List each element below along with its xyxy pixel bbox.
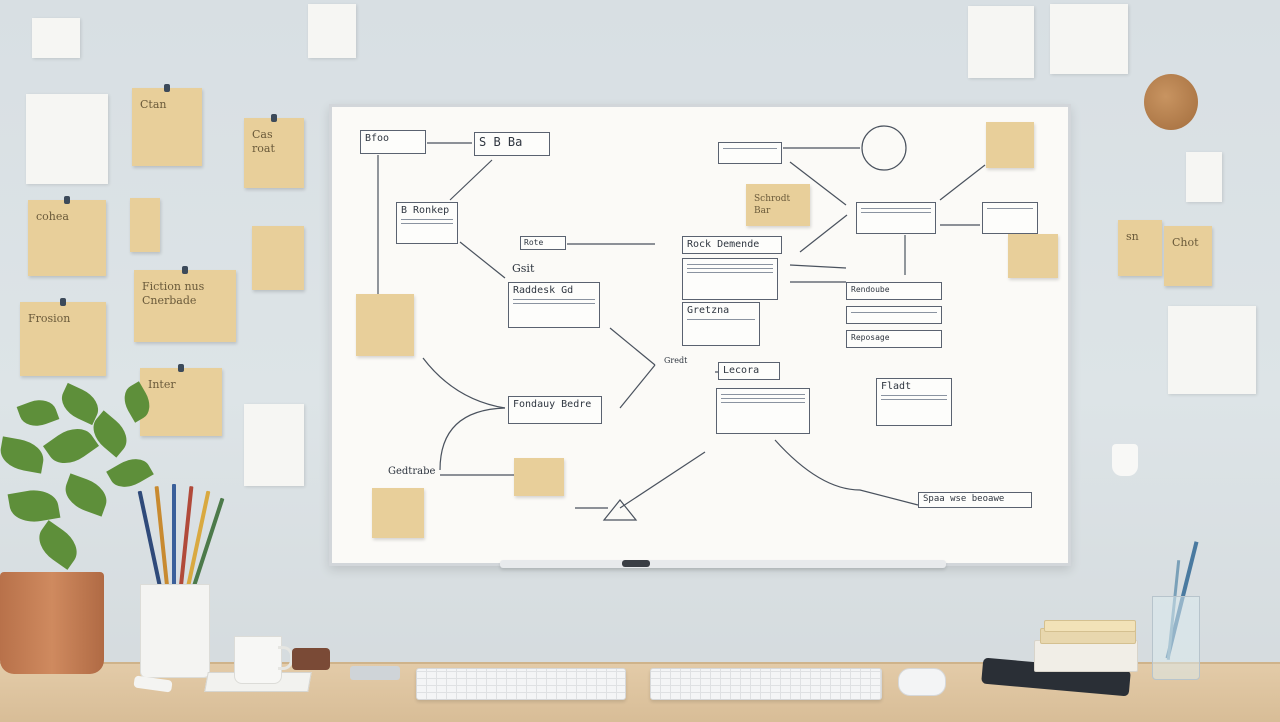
- flowchart-box: B Ronkep: [396, 202, 458, 244]
- flowchart-box: Fondauy Bedre: [508, 396, 602, 424]
- board-sticky-note: Schrodt Bar: [746, 184, 810, 226]
- box-label: Rendoube: [851, 285, 890, 294]
- wall-sticky-note: [130, 198, 160, 252]
- wall-sticky-note: sn: [1118, 220, 1162, 276]
- box-label: B Ronkep: [401, 205, 450, 216]
- wall-sticky-note: Ctan: [132, 84, 202, 166]
- wall-light: [1112, 444, 1138, 476]
- pin-icon: [178, 364, 184, 372]
- sticky-text: Inter: [148, 378, 176, 391]
- box-label: Raddesk Gd: [513, 285, 574, 296]
- flowchart-box: Lecora: [718, 362, 780, 380]
- flowchart-box: Rendoube: [846, 282, 942, 300]
- wall-sketch-card: [308, 4, 356, 58]
- box-label: Rock Demende: [687, 239, 760, 250]
- flowchart-box: S B Ba: [474, 132, 550, 156]
- wall-wooden-disc: [1144, 74, 1198, 130]
- usb-stick: [350, 666, 400, 680]
- box-label: Gretzna: [687, 305, 730, 316]
- box-label: S B Ba: [479, 135, 523, 149]
- board-sticky-note: [356, 294, 414, 356]
- wall-sketch-card: [1168, 306, 1256, 394]
- wall-sticky-note: Chot: [1164, 226, 1212, 286]
- pencil: [172, 484, 176, 590]
- sticky-text: Cas roat: [252, 128, 275, 156]
- box-label: Lecora: [723, 365, 760, 376]
- board-sticky-note: [986, 122, 1034, 168]
- sticky-text: cohea: [36, 210, 69, 223]
- flowchart-box: [718, 142, 782, 164]
- wall-sticky-note: [252, 226, 304, 290]
- box-label: Rote: [524, 238, 544, 247]
- flowchart-box: [846, 306, 942, 324]
- flowchart-box: Fladt: [876, 378, 952, 426]
- flowchart-box: Spaa wse beoawe: [918, 492, 1032, 508]
- book: [1034, 640, 1138, 672]
- pin-icon: [64, 196, 70, 204]
- whiteboard-tray: [500, 560, 946, 568]
- keyboard[interactable]: [650, 668, 882, 700]
- wall-sketch-card: [1186, 152, 1222, 202]
- box-label: Fladt: [881, 381, 912, 392]
- box-label: Reposage: [851, 333, 890, 342]
- wall-sticky-note: Frosion: [20, 298, 106, 376]
- board-sticky-note: [372, 488, 424, 538]
- eraser: [292, 648, 330, 670]
- flowchart-box: Rote: [520, 236, 566, 250]
- pin-icon: [182, 266, 188, 274]
- mouse[interactable]: [898, 668, 946, 696]
- book: [1044, 620, 1136, 632]
- box-label: Bfoo: [365, 133, 390, 144]
- sticky-text: Schrodt Bar: [754, 194, 791, 216]
- flowchart-label: Gredt: [664, 356, 688, 365]
- sticky-text: Frosion: [28, 312, 71, 325]
- sticky-text: sn: [1126, 230, 1139, 243]
- marker: [622, 560, 650, 567]
- wall-sketch-card: [1050, 4, 1128, 74]
- flowchart-box: [982, 202, 1038, 234]
- wall-sketch-card: [968, 6, 1034, 78]
- wall-sketch-card: [26, 94, 108, 184]
- pin-icon: [164, 84, 170, 92]
- coffee-mug: [234, 636, 282, 684]
- flowchart-box: [716, 388, 810, 434]
- pin-icon: [60, 298, 66, 306]
- flowchart-label: Gedtrabe: [388, 466, 436, 477]
- sticky-text: Fiction nus Cnerbade: [142, 280, 205, 308]
- mug-handle: [278, 646, 293, 670]
- flowchart-box: [682, 258, 778, 300]
- board-sticky-note: [1008, 234, 1058, 278]
- flowchart-box: Rock Demende: [682, 236, 782, 254]
- sticky-text: Ctan: [140, 98, 167, 111]
- keyboard[interactable]: [416, 668, 626, 700]
- box-label: Spaa wse beoawe: [923, 494, 1005, 504]
- wall-sticky-note: cohea: [28, 196, 106, 276]
- sticky-text: Chot: [1172, 236, 1199, 249]
- wall-sticky-note: Fiction nus Cnerbade: [134, 266, 236, 342]
- wall-sticky-note: Cas roat: [244, 114, 304, 188]
- flowchart-box: Bfoo: [360, 130, 426, 154]
- flowchart-box: Raddesk Gd: [508, 282, 600, 328]
- flowchart-box: [856, 202, 936, 234]
- plant-pot: [0, 572, 104, 674]
- flowchart-label: Gsit: [512, 262, 535, 275]
- pencil-cup: [140, 584, 210, 678]
- wall-sketch-card: [244, 404, 304, 486]
- pen-glass: [1152, 596, 1200, 680]
- flowchart-box: Gretzna: [682, 302, 760, 346]
- pin-icon: [271, 114, 277, 122]
- wall-sticky-note: Inter: [140, 364, 222, 436]
- box-label: Fondauy Bedre: [513, 399, 592, 410]
- flowchart-box: Reposage: [846, 330, 942, 348]
- board-sticky-note: [514, 458, 564, 496]
- wall-sketch-card: [32, 18, 80, 58]
